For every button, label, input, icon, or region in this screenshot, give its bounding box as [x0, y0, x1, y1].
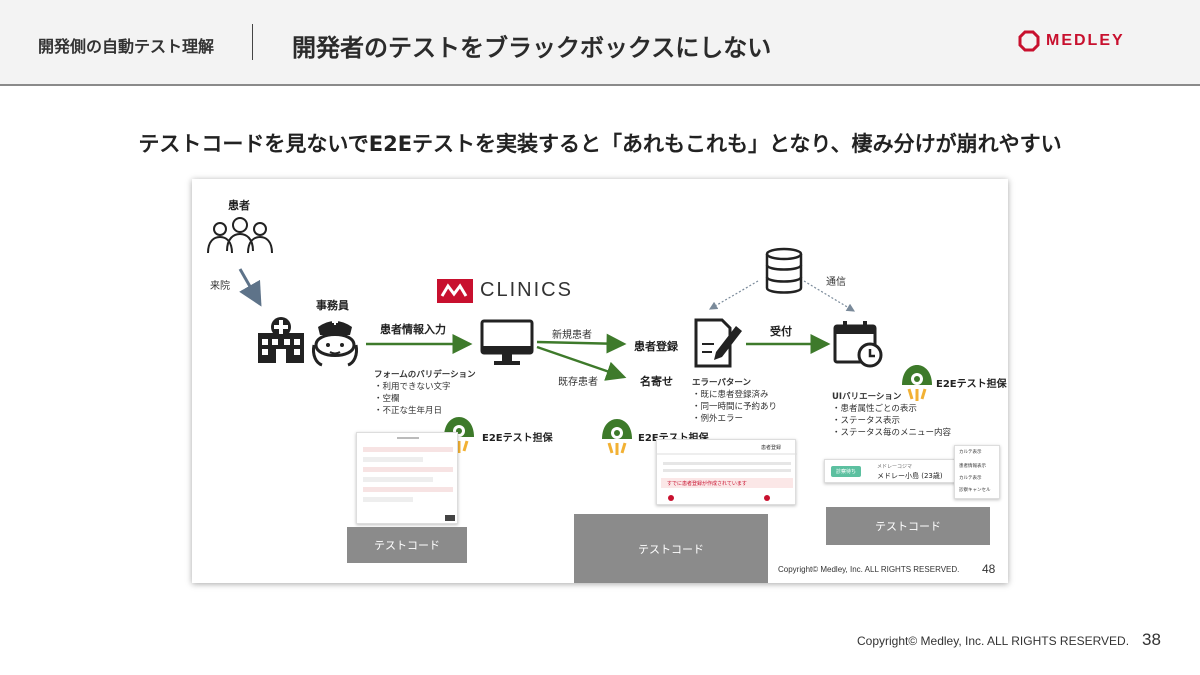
thumb-menu-item: 患者情報表示	[959, 464, 986, 469]
ui-variation-item: ・患者属性ごとの表示	[832, 404, 917, 414]
e2e-label: E2Eテスト担保	[936, 379, 1007, 390]
clinics-logo-icon	[437, 279, 473, 303]
register-label: 患者登録	[634, 340, 678, 353]
thumb-patient-kana: メドレーコジマ	[877, 464, 913, 470]
patient-label: 患者	[228, 199, 250, 212]
monitor-icon	[480, 319, 534, 365]
menu-thumbnail: カルテ表示 患者情報表示 カルテ表示 診察キャンセル	[954, 445, 1000, 499]
validation-item: ・空欄	[374, 394, 400, 404]
error-pattern-item: ・既に患者登録済み	[692, 390, 769, 400]
ui-variation-item: ・ステータス表示	[832, 416, 901, 426]
flow-arrows	[238, 268, 856, 381]
ui-variation-title: UIバリエーション	[832, 392, 902, 402]
page-title: 開発者のテストをブラックボックスにしない	[292, 34, 772, 62]
medley-logo-icon	[1018, 30, 1040, 52]
thumb-notice: すでに患者登録が作成されています	[667, 481, 747, 487]
new-patient-label: 新規患者	[552, 330, 592, 341]
clerk-label: 事務員	[316, 299, 349, 312]
database-icon	[765, 247, 803, 294]
input-label: 患者情報入力	[380, 323, 446, 336]
hospital-icon	[258, 317, 304, 363]
error-pattern-list: エラーパターン ・既に患者登録済み ・同一時間に予約あり ・例外エラー	[692, 377, 777, 425]
page-number: 38	[1142, 630, 1161, 649]
medley-logo: MEDLEY	[1018, 30, 1125, 52]
form-thumbnail	[356, 432, 458, 524]
new-patient-arrow	[536, 333, 627, 354]
comm-arrow-left	[708, 280, 759, 310]
match-label: 名寄せ	[640, 375, 673, 388]
validation-item: ・利用できない文字	[374, 382, 451, 392]
ui-variation-item: ・ステータス毎のメニュー内容	[832, 428, 952, 438]
validation-title: フォームのバリデーション	[374, 370, 476, 380]
patient-card-thumbnail: 診察待ち メドレーコジマ メドレー小島 (23歳)	[824, 459, 956, 483]
validation-item: ・不正な生年月日	[374, 406, 443, 416]
form-screenshot	[363, 437, 455, 521]
test-code-box: テストコード	[826, 507, 990, 545]
clerk-icon	[312, 319, 358, 367]
error-pattern-item: ・例外エラー	[692, 414, 744, 424]
section-label: 開発側の自動テスト理解	[38, 37, 215, 56]
header-divider	[252, 24, 253, 60]
frame-page-number: 48	[982, 562, 996, 576]
e2e-label: E2Eテスト担保	[482, 433, 553, 444]
document-edit-icon	[694, 318, 742, 368]
error-pattern-title: エラーパターン	[692, 378, 751, 388]
validation-list: フォームのバリデーション ・利用できない文字 ・空欄 ・不正な生年月日	[374, 369, 476, 417]
test-code-box: テストコード	[347, 527, 467, 563]
visit-arrow	[238, 268, 262, 307]
rocket-icon	[602, 419, 632, 455]
footer-copyright: Copyright© Medley, Inc. ALL RIGHTS RESER…	[857, 634, 1130, 648]
existing-patient-arrow	[536, 345, 627, 381]
thumb-menu-item: カルテ表示	[959, 450, 982, 455]
e2e-label: E2Eテスト担保	[638, 429, 709, 444]
error-pattern-item: ・同一時間に予約あり	[692, 402, 778, 412]
existing-patient-label: 既存患者	[558, 377, 598, 388]
register-thumbnail: 患者登録 すでに患者登録が作成されています	[656, 439, 797, 505]
test-code-box: テストコード	[574, 514, 768, 583]
calendar-clock-icon	[833, 321, 883, 368]
patients-icon	[207, 217, 273, 254]
frame-copyright: Copyright© Medley, Inc. ALL RIGHTS RESER…	[778, 565, 960, 574]
comm-label: 通信	[826, 277, 846, 288]
rocket-icon	[902, 365, 932, 401]
slide-subtitle: テストコードを見ないでE2Eテストを実装すると「あれもこれも」となり、棲み分けが…	[138, 132, 1062, 156]
status-badge: 診察待ち	[831, 466, 861, 477]
reception-label: 受付	[770, 325, 792, 338]
ui-variation-list: UIバリエーション ・患者属性ごとの表示 ・ステータス表示 ・ステータス毎のメニ…	[832, 391, 951, 439]
thumb-register-title: 患者登録	[761, 445, 782, 451]
thumb-patient-name: メドレー小島 (23歳)	[877, 472, 943, 480]
comm-arrow-right	[803, 280, 856, 312]
embedded-slide: 患者 来院 事務員 患者情報入力 フォームのバリデーション ・利用できない文字	[192, 179, 1008, 583]
clinics-logo-text: CLINICS	[480, 279, 573, 301]
slide-header: 開発側の自動テスト理解 開発者のテストをブラックボックスにしない MEDLEY	[0, 0, 1200, 86]
logo-text: MEDLEY	[1046, 32, 1125, 49]
thumb-menu-item: 診察キャンセル	[959, 488, 991, 493]
visit-label: 来院	[210, 281, 230, 292]
thumb-menu-item: カルテ表示	[959, 476, 982, 481]
